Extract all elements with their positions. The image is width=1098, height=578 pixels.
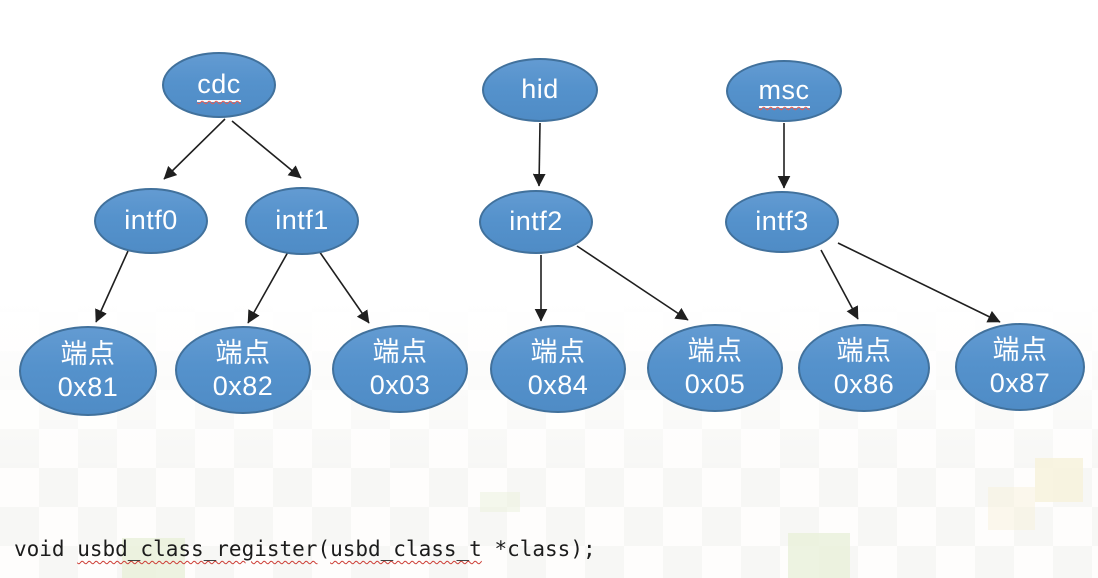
endpoint-0x82-line1: 端点 [215, 338, 271, 368]
endpoint-0x05-line2: 0x05 [684, 369, 746, 399]
class-node-cdc-label: cdc [197, 69, 241, 103]
class-node-msc-label: msc [758, 75, 810, 109]
endpoint-0x81-line1: 端点 [60, 339, 116, 369]
endpoint-0x03-line1: 端点 [372, 337, 428, 367]
endpoint-0x86-line2: 0x86 [833, 369, 895, 399]
interface-node-intf3: intf3 [725, 191, 839, 253]
interface-node-intf3-label: intf3 [755, 206, 809, 237]
code-token: *class); [481, 537, 596, 561]
edge-intf3-ep87 [837, 242, 1001, 323]
code-block: void usbd_class_register(usbd_class_t *c… [14, 477, 1000, 578]
endpoint-0x84-line2: 0x84 [527, 370, 589, 400]
interface-node-intf1-label: intf1 [275, 205, 329, 236]
edge-intf2-ep05 [576, 245, 689, 321]
class-node-cdc: cdc [162, 52, 276, 118]
endpoint-0x03-line2: 0x03 [369, 370, 431, 400]
tinted-cell [122, 538, 185, 578]
interface-node-intf2-label: intf2 [509, 206, 563, 237]
interface-node-intf0: intf0 [94, 188, 208, 254]
interface-node-intf1: intf1 [245, 187, 359, 255]
code-token: ( [317, 537, 331, 561]
endpoint-0x87-line2: 0x87 [989, 368, 1051, 398]
tinted-cell [480, 492, 520, 512]
class-node-msc: msc [726, 60, 842, 122]
class-node-msc-text: msc [758, 75, 810, 109]
endpoint-0x05-line1: 端点 [687, 336, 743, 366]
endpoint-0x84-line1: 端点 [530, 337, 586, 367]
class-node-hid: hid [482, 58, 598, 122]
endpoint-0x87-line1: 端点 [992, 335, 1048, 365]
class-node-cdc-text: cdc [197, 69, 241, 103]
code-token: void [14, 537, 78, 561]
class-node-hid-label: hid [521, 74, 559, 105]
endpoint-0x82-line2: 0x82 [212, 371, 274, 401]
edge-intf3-ep86 [820, 249, 859, 320]
edge-intf1-ep03 [318, 250, 370, 324]
tinted-cell [988, 487, 1035, 530]
tinted-cell [1035, 458, 1083, 502]
tinted-cell [788, 533, 850, 578]
endpoint-0x81-line2: 0x81 [57, 372, 119, 402]
interface-node-intf0-label: intf0 [124, 205, 178, 236]
edge-intf0-ep81 [95, 250, 129, 323]
code-token-flagged: usbd_class_t [330, 537, 482, 561]
edge-cdc-intf1 [231, 120, 302, 179]
edge-hid-intf2 [532, 122, 546, 187]
edge-intf1-ep82 [247, 251, 289, 324]
code-line-1: void usbd_class_register(usbd_class_t *c… [14, 535, 1000, 564]
edge-cdc-intf0 [163, 118, 226, 180]
interface-node-intf2: intf2 [479, 190, 593, 254]
code-token-flagged: usbd_class_register [77, 537, 318, 561]
endpoint-0x86-line1: 端点 [836, 336, 892, 366]
